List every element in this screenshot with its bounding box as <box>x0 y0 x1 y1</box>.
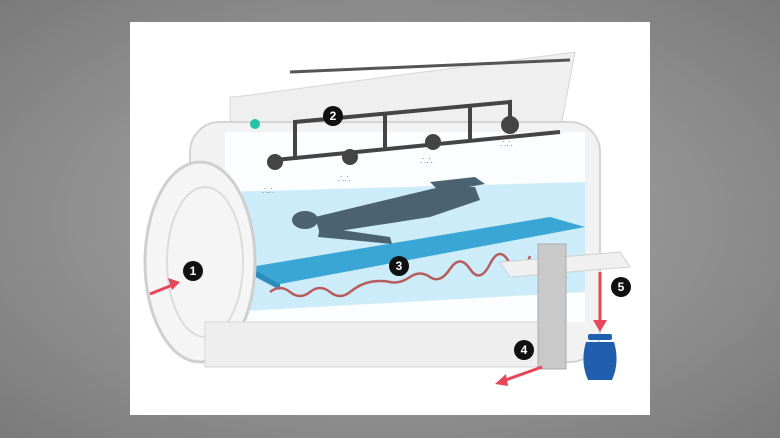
svg-text:1: 1 <box>190 264 197 278</box>
spray-droplets: ∴∴ ∴∴ ∴∴ ∴∴ <box>262 139 513 197</box>
drain-arrow <box>499 365 543 384</box>
svg-text:∴∴: ∴∴ <box>500 139 513 150</box>
svg-text:∴∴: ∴∴ <box>262 186 275 197</box>
chamber-door <box>143 160 257 364</box>
svg-text:3: 3 <box>396 259 403 273</box>
indicator-light <box>250 119 260 129</box>
svg-text:2: 2 <box>330 109 337 123</box>
drain-pipe <box>537 243 567 370</box>
svg-text:5: 5 <box>618 280 625 294</box>
diagram-panel: ∴∴ ∴∴ ∴∴ ∴∴ 1 2 3 4 5 <box>130 22 650 415</box>
spray-nozzles <box>267 116 519 170</box>
marker-2: 2 <box>323 106 343 126</box>
marker-4: 4 <box>514 340 534 360</box>
tray <box>250 217 585 284</box>
drain-arrowhead <box>495 374 508 386</box>
tray-front <box>250 267 280 290</box>
alkaline-hydrolysis-diagram: ∴∴ ∴∴ ∴∴ ∴∴ 1 2 3 4 5 <box>143 51 631 386</box>
marker-1: 1 <box>183 261 203 281</box>
marker-3: 3 <box>389 256 409 276</box>
body-silhouette <box>292 177 485 244</box>
entry-arrowhead <box>168 278 180 290</box>
marker-5: 5 <box>611 277 631 297</box>
svg-text:4: 4 <box>521 343 528 357</box>
svg-text:∴∴: ∴∴ <box>338 174 351 185</box>
heating-element-icon <box>269 252 532 298</box>
svg-text:∴∴: ∴∴ <box>420 156 433 167</box>
urn-icon <box>583 334 617 380</box>
chamber-base <box>204 321 546 368</box>
urn-arrowhead <box>593 320 607 332</box>
